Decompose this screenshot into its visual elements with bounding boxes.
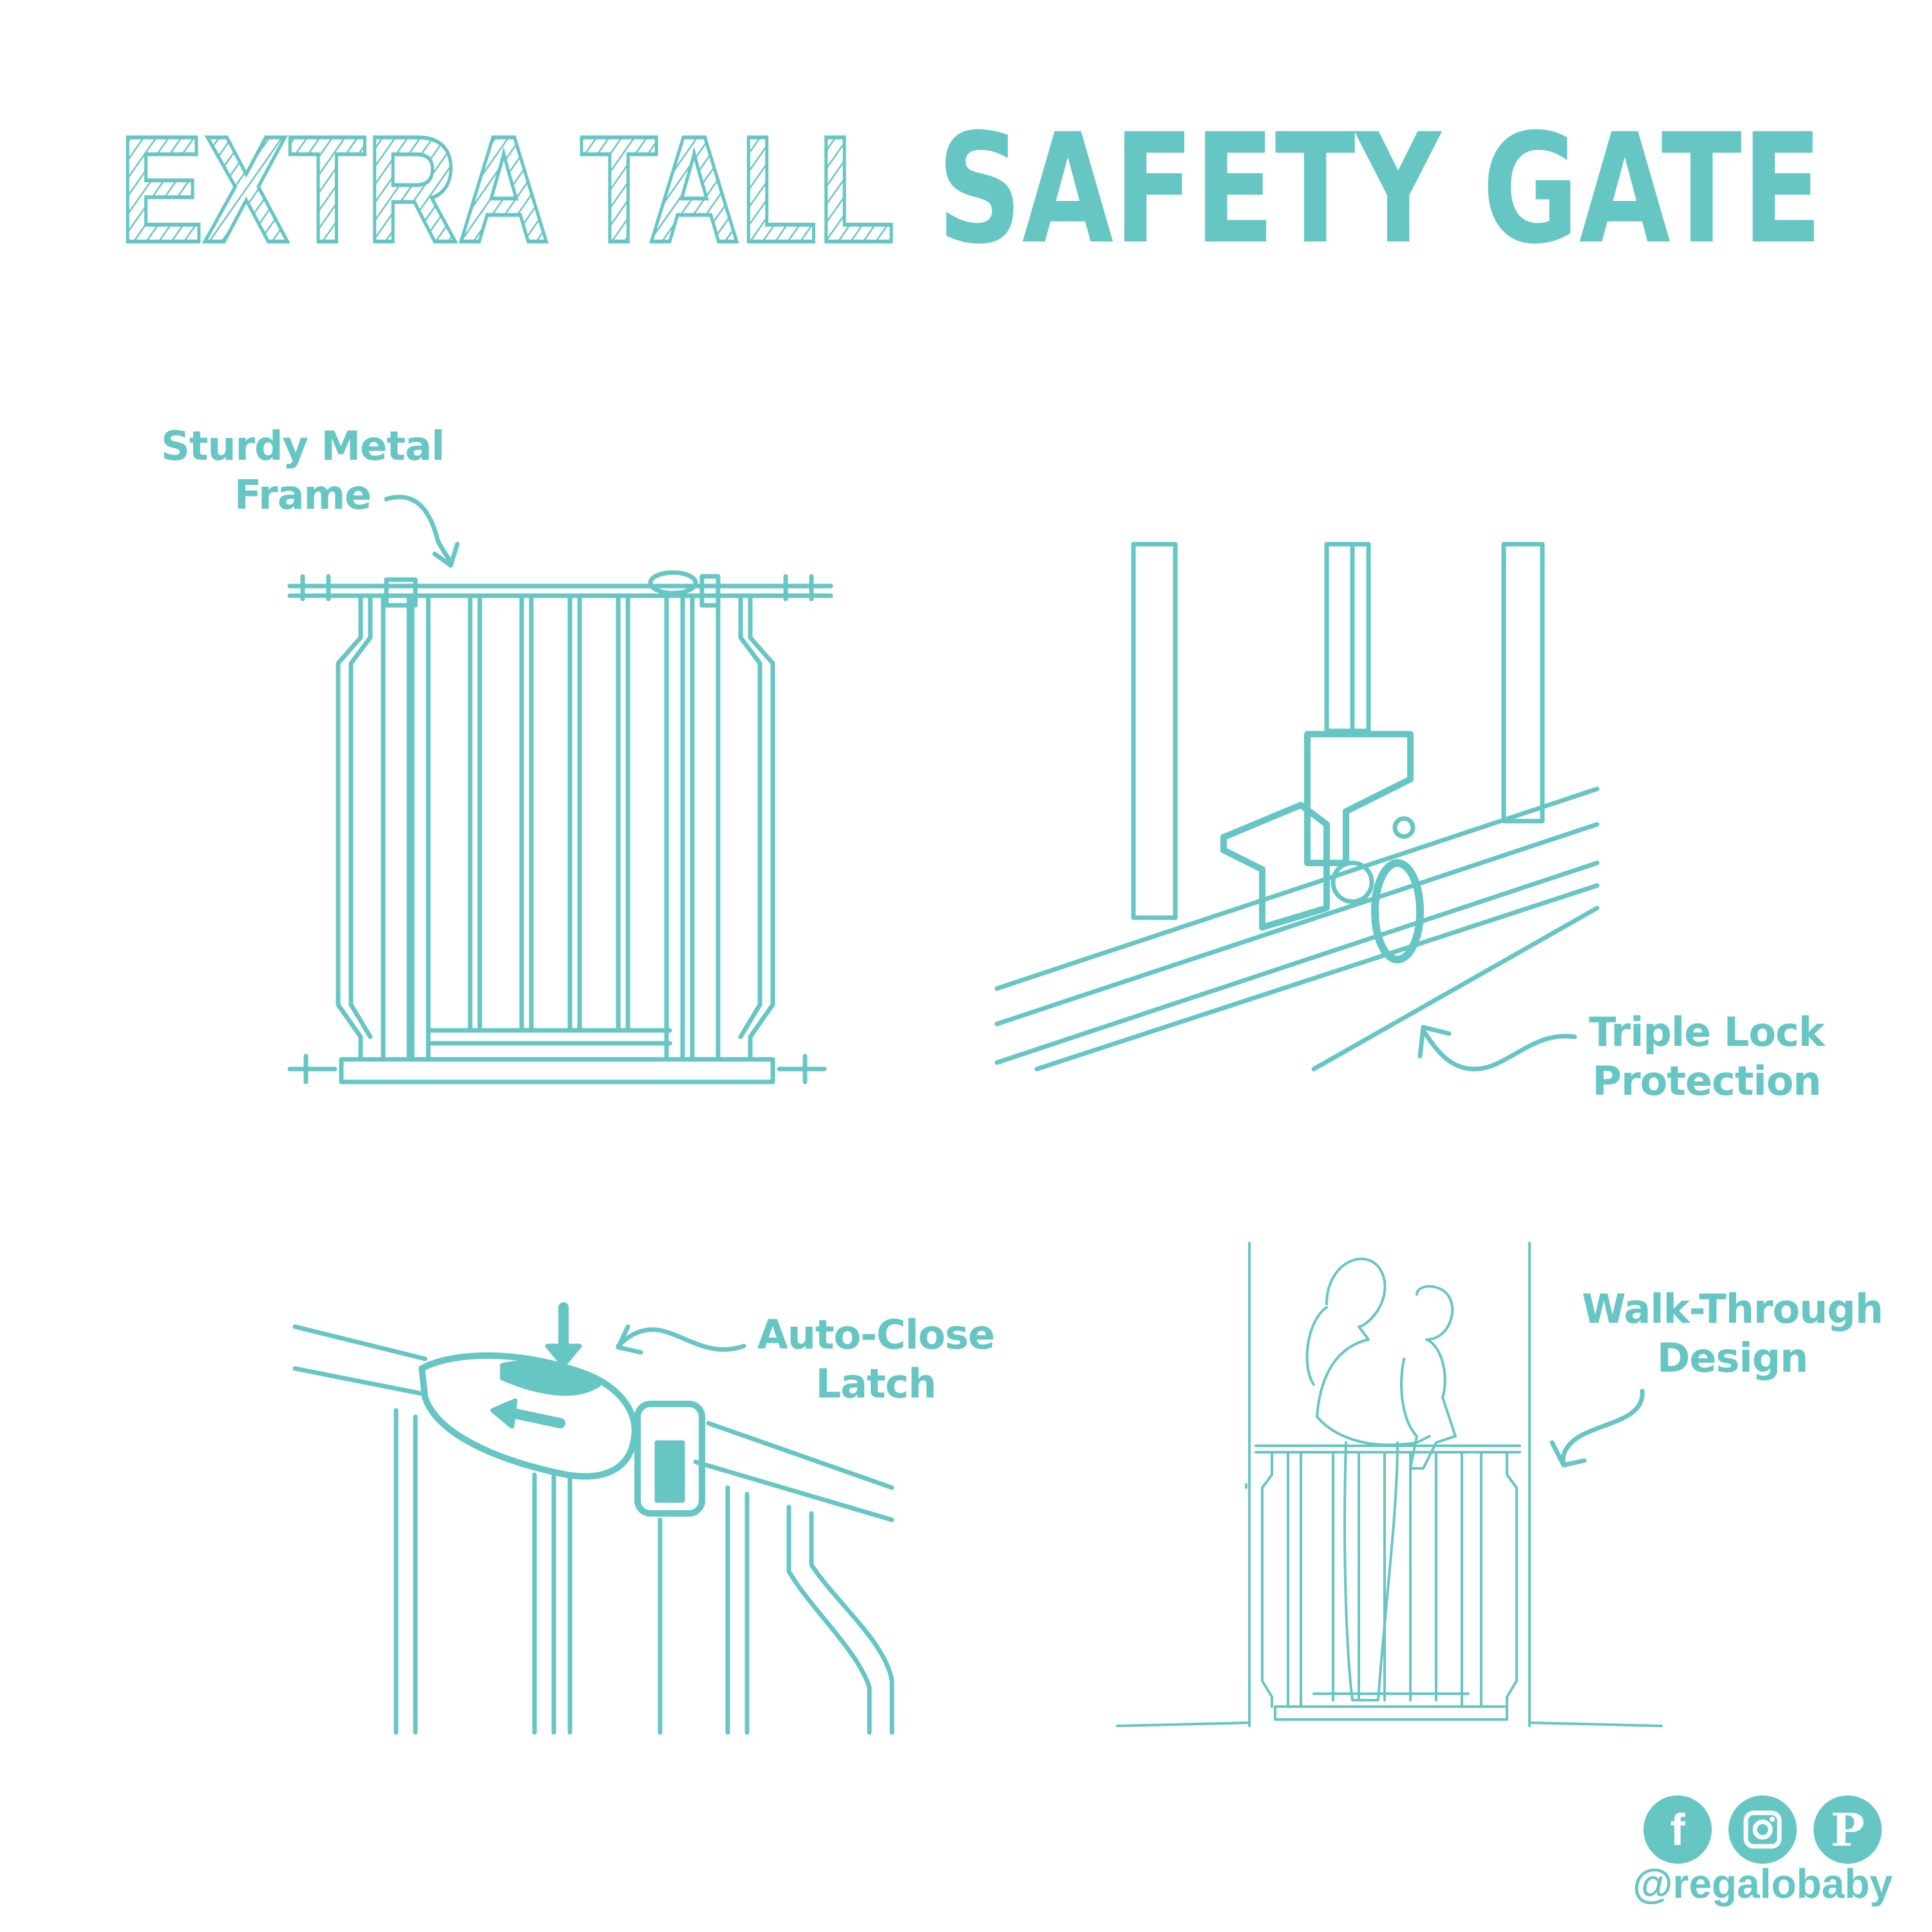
instagram-icon[interactable] (1728, 1795, 1797, 1864)
label-line: Protection (1592, 1057, 1822, 1104)
label-auto-close-latch: Auto-Close Latch (741, 1311, 1011, 1408)
gate-front-illustration (287, 570, 833, 1084)
label-line: Auto-Close (757, 1311, 995, 1358)
title-extra-tall: EXTRA TALL (119, 104, 895, 274)
auto-close-latch-illustration (292, 1302, 895, 1735)
pinterest-icon[interactable]: P (1814, 1795, 1882, 1864)
facebook-icon[interactable]: f (1643, 1795, 1712, 1864)
social-handle[interactable]: @regalobaby (1633, 1861, 1893, 1907)
pinterest-glyph: P (1830, 1803, 1865, 1857)
triple-lock-illustration (994, 542, 1600, 1072)
label-line: Design (1656, 1334, 1808, 1381)
arrow-triple-lock (1417, 1025, 1577, 1072)
label-line: Sturdy Metal (161, 422, 445, 469)
label-line: Frame (234, 471, 372, 518)
walk-through-illustration (1116, 1242, 1663, 1727)
label-line: Triple Lock (1589, 1009, 1825, 1056)
instagram-glyph (1743, 1810, 1782, 1849)
label-triple-lock: Triple Lock Protection (1565, 1008, 1848, 1106)
arrow-walk-through (1549, 1388, 1645, 1468)
arrow-sturdy-frame (384, 495, 460, 568)
title-safety-gate: SAFETY GATE (937, 102, 1823, 278)
label-line: Walk-Through (1582, 1285, 1883, 1332)
arrow-auto-close (616, 1324, 746, 1355)
facebook-glyph: f (1670, 1804, 1685, 1855)
label-sturdy-metal-frame: Sturdy Metal Frame (148, 422, 457, 520)
gate-bars (468, 593, 630, 1033)
label-line: Latch (815, 1360, 937, 1407)
label-walk-through-design: Walk-Through Design (1565, 1285, 1900, 1383)
